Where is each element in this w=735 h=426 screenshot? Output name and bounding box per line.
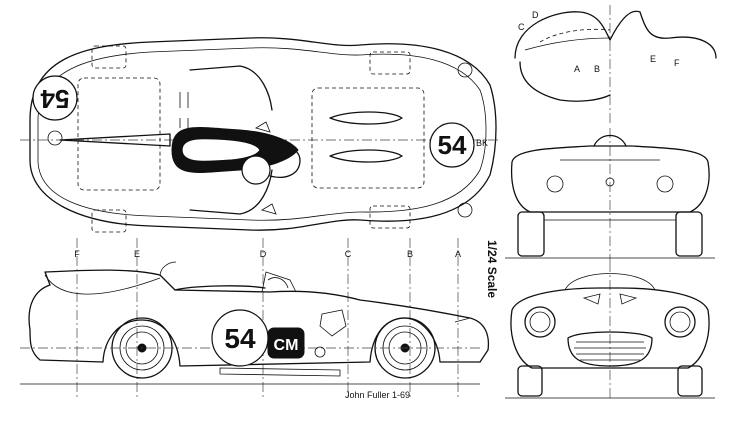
section-label-c: C [518,22,525,32]
front-windscreen [564,273,656,291]
side-view: 54 CM John Fuller 1-69 [20,261,490,400]
top-headlight-left [457,62,473,78]
side-headlight-fairing [454,317,471,323]
rear-fuel-cap [605,177,615,187]
station-label-e: E [134,249,140,259]
top-hood-scoop-lower [329,149,403,163]
side-fuel-cap [314,346,326,358]
top-panel-rear-right [91,209,127,233]
section-label-e: E [650,54,656,64]
side-steering-wheel [267,277,289,289]
rear-tire-left [517,211,545,257]
front-grille [567,331,653,367]
top-number-front: 54 [438,130,467,160]
station-label-f: F [74,249,80,259]
front-tire-left [517,365,543,397]
rear-body-outline [510,145,710,213]
top-cockpit-right-line [189,169,273,215]
front-tire-right [677,365,703,397]
top-headrest-fin [59,133,171,147]
station-label-d: D [260,249,267,259]
side-headrest [159,261,177,277]
side-exhaust [219,367,341,377]
rear-view [505,128,715,262]
top-panel-rear-left [91,45,127,69]
station-label-b: B [407,249,413,259]
top-number-roundel-front [429,122,475,168]
top-seat [181,137,261,163]
side-cockpit-edge [174,285,266,291]
top-badge: BK [476,138,488,148]
top-cockpit-left-line [189,65,273,111]
side-number: 54 [224,323,256,354]
rear-taillight-left [546,175,564,193]
station-markers: F E D C B A [74,238,461,400]
top-view: 54 54 BK [20,37,500,233]
section-inner-line [524,37,611,51]
top-windscreen [269,143,301,178]
top-fuel-fillers [179,92,189,128]
side-badge-box [267,327,305,359]
top-mirror-right [261,203,277,215]
top-body-inner-line [37,47,487,221]
section-dashed-line [539,28,611,43]
side-body-outline [28,269,490,367]
rear-headrest [593,134,627,147]
rear-tire-right [675,211,703,257]
scale-label: 1/24 Scale [485,240,499,298]
side-rear-spokes [125,331,159,365]
top-number-rear: 54 [40,84,69,114]
top-number-roundel-rear [32,75,78,121]
top-panel-front-left [369,51,411,75]
section-view: D C A B E F [514,5,717,125]
rear-taillight-right [656,175,674,193]
side-crest-emblem [319,309,347,337]
front-body-outline [510,287,710,369]
section-left-lower [519,61,611,102]
section-label-d: D [532,10,539,20]
side-badge: CM [274,337,299,354]
section-label-a: A [574,64,580,74]
front-headlight-left [524,306,556,338]
front-bonnet-scoops [582,293,638,305]
top-hood-panel [311,87,425,189]
front-headlight-right [664,306,696,338]
side-tail-fin [44,274,161,295]
signature: John Fuller 1-69 [345,390,410,400]
side-windscreen [261,271,297,293]
front-headlight-left-inner [529,311,551,333]
top-trunk-lid [77,77,161,191]
section-label-b: B [594,64,600,74]
section-label-f: F [674,58,680,68]
top-headlight-right [457,202,473,218]
section-left-profile [514,11,611,59]
station-label-c: C [345,249,352,259]
top-body-outline [29,37,497,231]
station-label-a: A [455,249,461,259]
top-hood-scoop-upper [329,111,403,125]
front-view [505,262,715,400]
top-panel-front-right [369,205,411,229]
top-fuel-cap [47,130,63,146]
section-right-profile [609,10,717,59]
top-mirror-left [255,121,271,133]
front-headlight-right-inner [669,311,691,333]
front-grille-bars [574,341,646,361]
top-steering-wheel [241,155,271,185]
